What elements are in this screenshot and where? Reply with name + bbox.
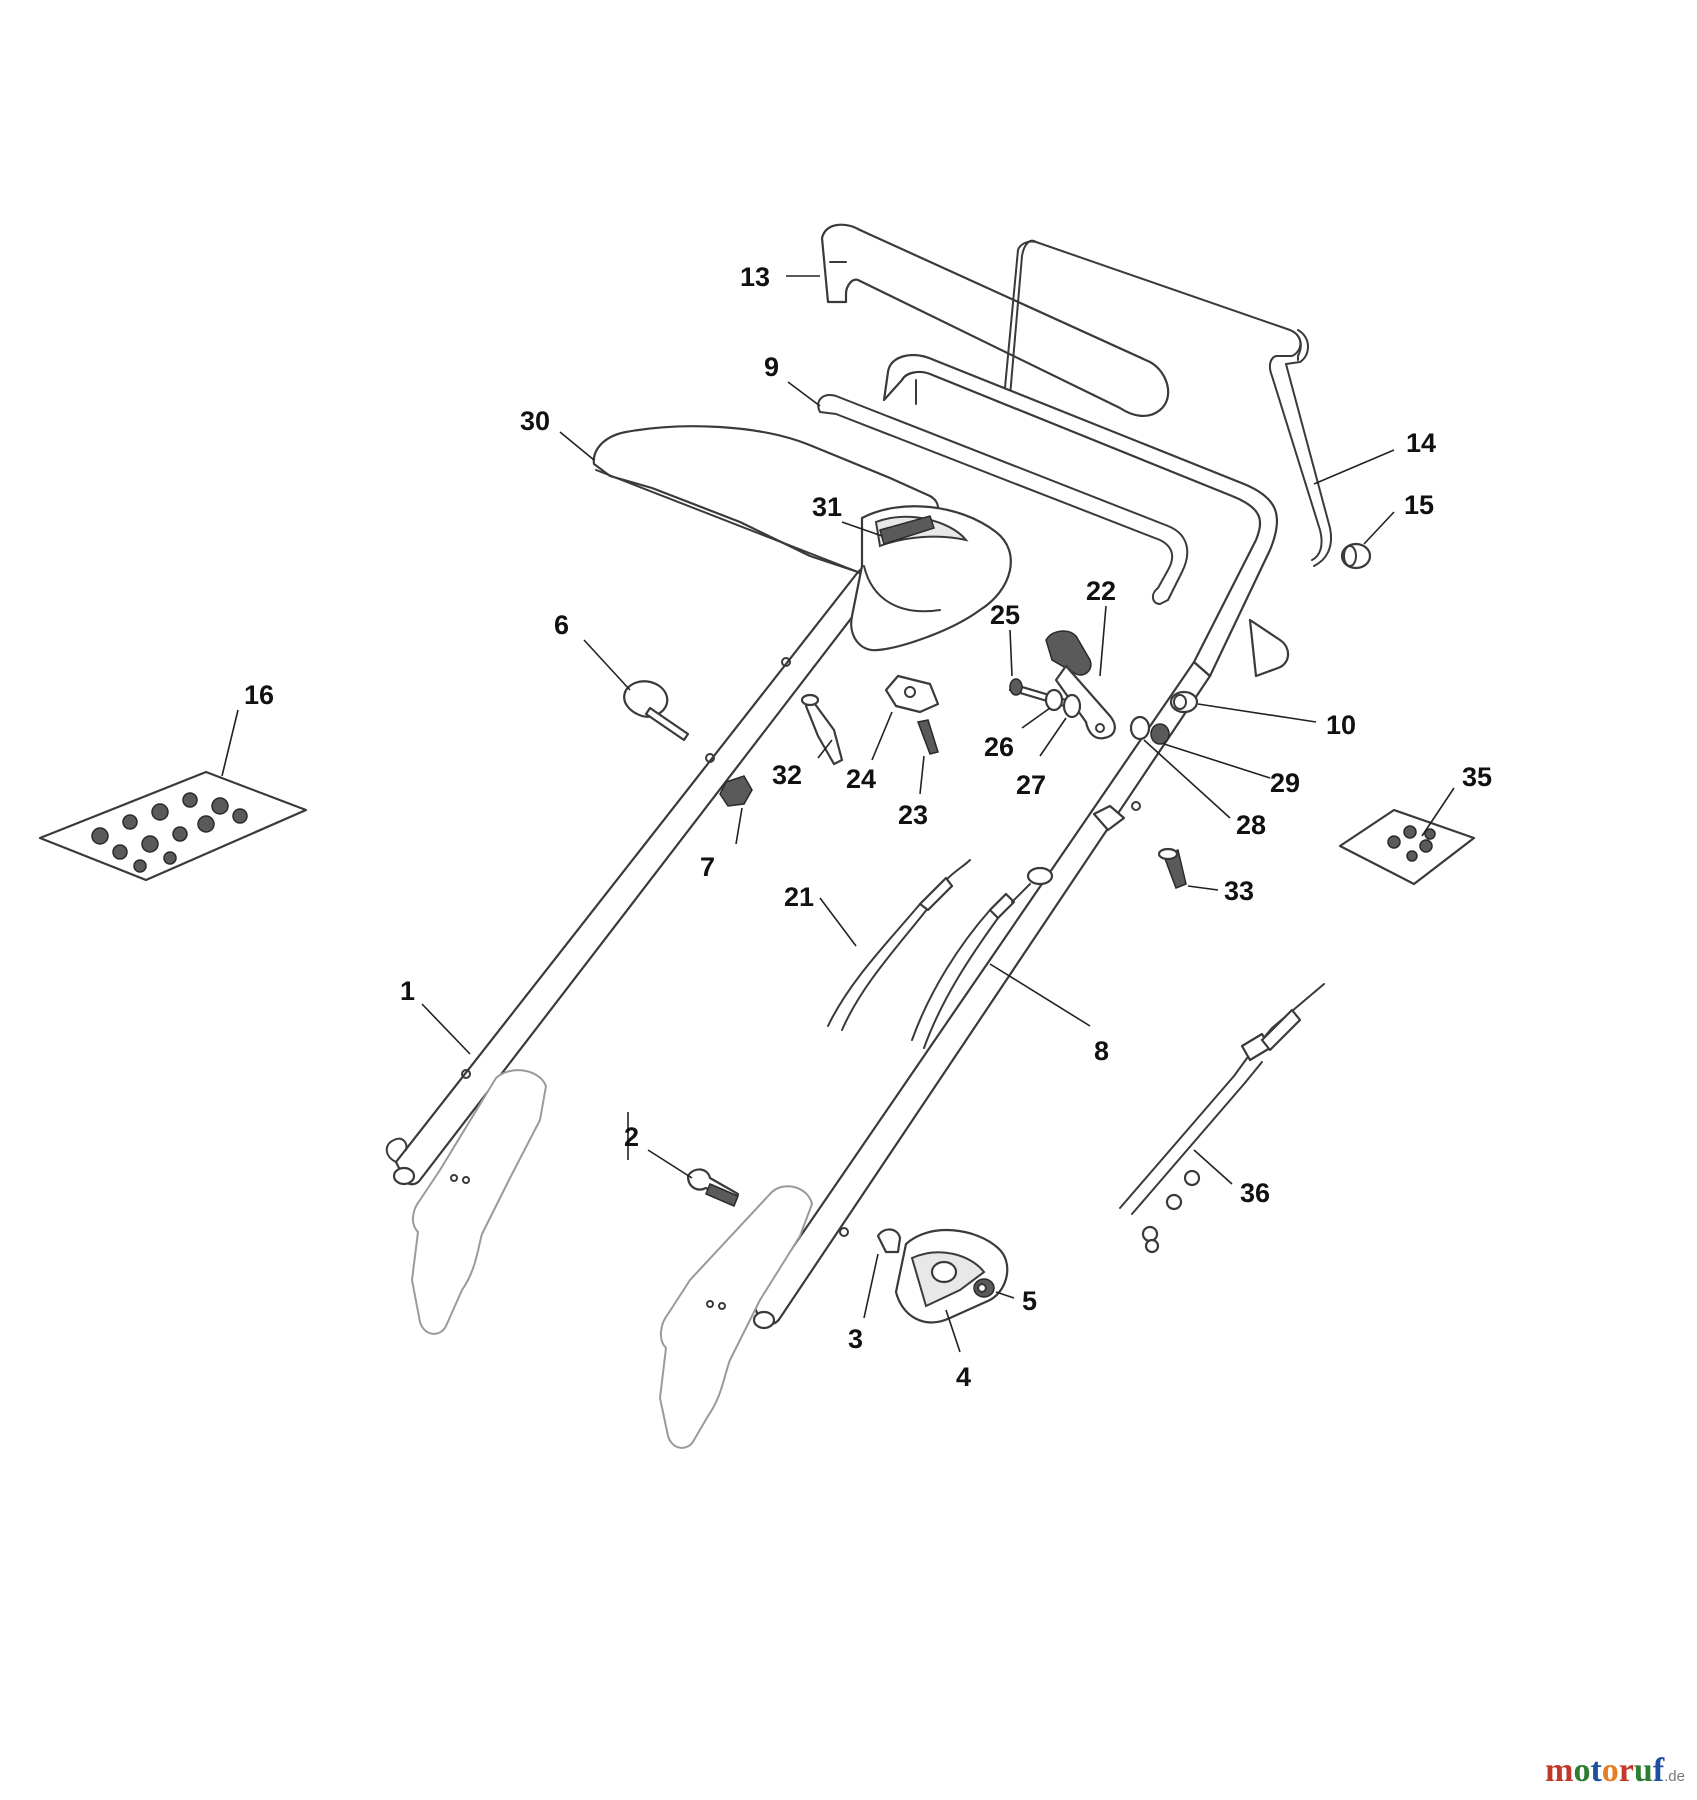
callout-5: 5 — [1022, 1286, 1037, 1316]
part-7-nut — [719, 775, 753, 807]
part-16-hardware-bag — [38, 770, 308, 882]
callout-4: 4 — [956, 1362, 971, 1392]
callout-9: 9 — [764, 352, 779, 382]
part-6-knob — [623, 680, 690, 742]
part-8-cable — [911, 866, 1054, 1049]
callout-15: 15 — [1404, 490, 1434, 520]
part-1-lower-handle-frame — [385, 354, 1290, 1330]
callout-14: 14 — [1406, 428, 1436, 458]
logo-wordmark: motoruf — [1545, 1752, 1665, 1789]
part-27-washer — [1062, 693, 1082, 719]
callout-13: 13 — [740, 262, 770, 292]
callout-35: 35 — [1462, 762, 1492, 792]
part-21-cable — [827, 859, 971, 1031]
part-28-nut — [1150, 723, 1170, 745]
leader-lines — [221, 275, 1455, 1353]
callout-21: 21 — [784, 882, 814, 912]
callout-16: 16 — [244, 680, 274, 710]
bracket-right-ghost — [659, 1185, 813, 1449]
part-9-handle-bar — [817, 394, 1189, 605]
callout-25: 25 — [990, 600, 1020, 630]
part-5-nut — [973, 1278, 995, 1298]
callout-23: 23 — [898, 800, 928, 830]
part-36-cable — [1119, 983, 1325, 1254]
callout-26: 26 — [984, 732, 1014, 762]
part-3-cam — [876, 1228, 902, 1254]
part-15-cap — [1340, 542, 1372, 570]
callout-6: 6 — [554, 610, 569, 640]
callout-1: 1 — [400, 976, 415, 1006]
part-14-bail-rod — [1009, 239, 1332, 567]
callout-27: 27 — [1016, 770, 1046, 800]
callout-labels: 13 9 30 14 15 31 22 25 6 16 10 26 32 24 … — [244, 262, 1492, 1392]
callout-36: 36 — [1240, 1178, 1270, 1208]
callout-3: 3 — [848, 1324, 863, 1354]
callout-2: 2 — [624, 1122, 639, 1152]
part-26-washer — [1044, 688, 1064, 712]
logo-domain: .de — [1664, 1768, 1685, 1785]
part-10-bush — [1169, 690, 1199, 714]
callout-32: 32 — [772, 760, 802, 790]
part-32-screw — [800, 693, 844, 766]
callout-22: 22 — [1086, 576, 1116, 606]
bracket-left-ghost — [411, 1069, 547, 1335]
part-22-lever — [1045, 630, 1116, 740]
part-24-clip — [884, 674, 940, 714]
callout-28: 28 — [1236, 810, 1266, 840]
callout-29: 29 — [1270, 768, 1300, 798]
callout-8: 8 — [1094, 1036, 1109, 1066]
part-33-screw — [1157, 847, 1187, 889]
motoruf-logo: motoruf.de — [1545, 1752, 1685, 1790]
callout-10: 10 — [1326, 710, 1356, 740]
part-29-washer — [1129, 715, 1151, 741]
part-30-handle-cover — [592, 425, 1012, 652]
cable-guide — [1092, 804, 1126, 832]
part-23-screw — [916, 719, 939, 755]
callout-30: 30 — [520, 406, 550, 436]
callout-31: 31 — [812, 492, 842, 522]
callout-7: 7 — [700, 852, 715, 882]
callout-24: 24 — [846, 764, 876, 794]
part-2-bolt — [686, 1168, 740, 1207]
part-4-knob — [894, 1228, 1009, 1324]
part-35-small-bag — [1338, 808, 1476, 886]
callout-33: 33 — [1224, 876, 1254, 906]
